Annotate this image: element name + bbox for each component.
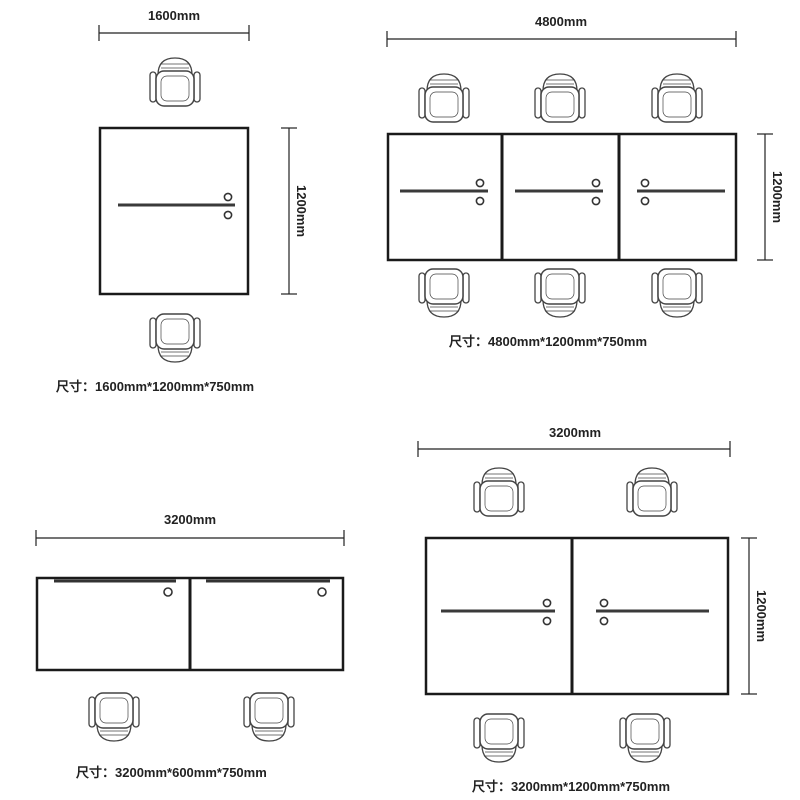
depth-label: 1200mm bbox=[770, 171, 785, 223]
width-dimension: 3200mm bbox=[35, 512, 345, 546]
layout-single-desk: 1600mm 1200mm 尺寸：1600mm*1200mm*750mm bbox=[56, 8, 309, 394]
depth-label: 1200mm bbox=[754, 590, 769, 642]
depth-dimension: 1200mm bbox=[757, 133, 785, 261]
size-caption: 尺寸：3200mm*600mm*750mm bbox=[76, 765, 267, 780]
desk-top bbox=[98, 126, 250, 296]
divider-rail bbox=[400, 178, 488, 206]
size-caption: 尺寸：4800mm*1200mm*750mm bbox=[449, 334, 647, 349]
chair bbox=[88, 692, 140, 742]
width-label: 1600mm bbox=[148, 8, 200, 23]
divider-rail bbox=[441, 598, 555, 626]
chair bbox=[149, 313, 201, 363]
depth-dimension: 1200mm bbox=[281, 127, 309, 295]
chair bbox=[534, 73, 586, 123]
layout-double-desk-single-side: 3200mm 尺寸：3200mm*600mm*750mm bbox=[35, 512, 345, 780]
grommet bbox=[317, 587, 327, 597]
width-dimension: 1600mm bbox=[98, 8, 250, 41]
desk-top bbox=[386, 132, 738, 262]
chair bbox=[473, 713, 525, 763]
layout-triple-desk: 4800mm 1200mm 尺寸：4800mm*1200mm*750mm bbox=[386, 14, 785, 349]
width-label: 3200mm bbox=[164, 512, 216, 527]
chair bbox=[534, 268, 586, 318]
desk-top bbox=[424, 536, 730, 696]
chair bbox=[651, 73, 703, 123]
depth-label: 1200mm bbox=[294, 185, 309, 237]
width-dimension: 3200mm bbox=[417, 425, 731, 457]
divider-rail bbox=[118, 192, 235, 220]
divider-rail bbox=[596, 598, 709, 626]
size-caption: 尺寸：1600mm*1200mm*750mm bbox=[56, 379, 254, 394]
layout-double-desk: 3200mm 1200mm 尺寸：3200mm*1200mm*750mm bbox=[417, 425, 769, 794]
width-label: 4800mm bbox=[535, 14, 587, 29]
width-dimension: 4800mm bbox=[386, 14, 737, 47]
chair bbox=[243, 692, 295, 742]
chair bbox=[418, 268, 470, 318]
chair bbox=[651, 268, 703, 318]
chair bbox=[626, 467, 678, 517]
grommet bbox=[163, 587, 173, 597]
chair bbox=[473, 467, 525, 517]
divider-rail bbox=[515, 178, 603, 206]
depth-dimension: 1200mm bbox=[741, 537, 769, 695]
chair bbox=[619, 713, 671, 763]
chair bbox=[418, 73, 470, 123]
divider-rail bbox=[637, 178, 725, 206]
chair bbox=[149, 57, 201, 107]
width-label: 3200mm bbox=[549, 425, 601, 440]
size-caption: 尺寸：3200mm*1200mm*750mm bbox=[472, 779, 670, 794]
